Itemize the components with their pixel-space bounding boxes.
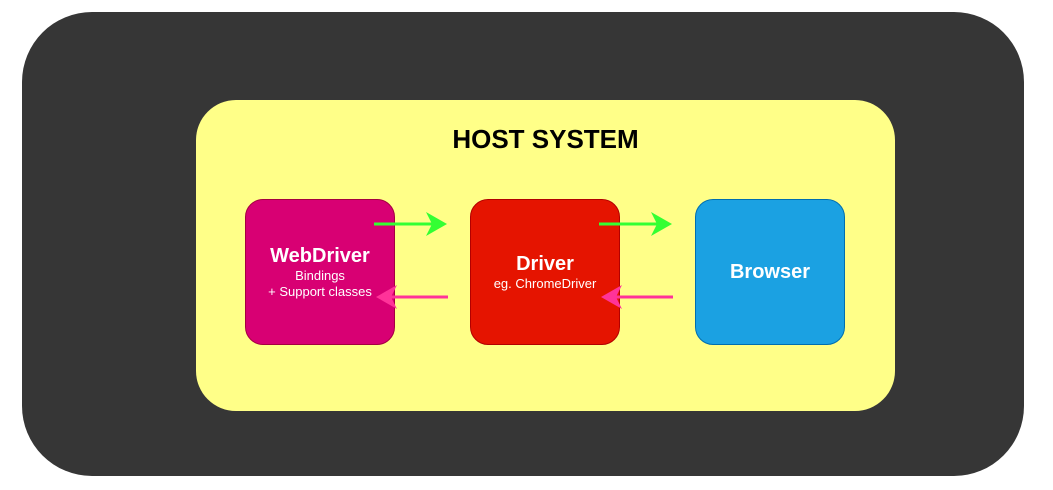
webdriver-box: WebDriver Bindings + Support classes: [245, 199, 395, 345]
driver-subtitle: eg. ChromeDriver: [493, 276, 597, 291]
webdriver-support-label: + Support classes: [268, 284, 372, 299]
browser-title: Browser: [729, 261, 811, 283]
webdriver-title: WebDriver: [270, 245, 370, 267]
host-system-panel: HOST SYSTEM WebDriver Bindings + Support…: [196, 100, 895, 411]
driver-title: Driver: [516, 253, 574, 275]
webdriver-bindings-label: Bindings: [295, 268, 345, 283]
browser-box: Browser: [695, 199, 845, 345]
outer-frame: HOST SYSTEM WebDriver Bindings + Support…: [22, 12, 1024, 476]
host-system-title: HOST SYSTEM: [452, 124, 639, 154]
driver-box: Driver eg. ChromeDriver: [470, 199, 620, 345]
